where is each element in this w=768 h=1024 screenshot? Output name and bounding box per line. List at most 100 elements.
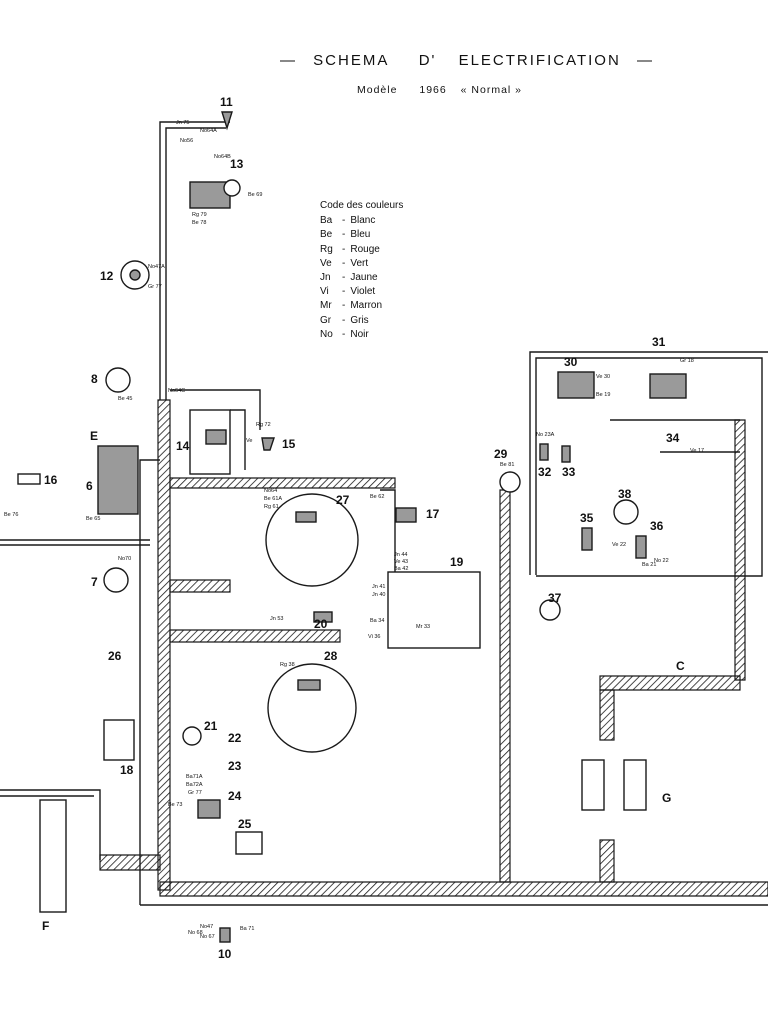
tag-no64c: No64C xyxy=(168,388,185,394)
label-7: 7 xyxy=(91,575,98,589)
tag-jn41: Jn 41 xyxy=(372,584,385,590)
legend-entry: Jn-Jaune xyxy=(320,271,403,285)
tag-ve43: Ve 43 xyxy=(394,559,408,565)
label-27: 27 xyxy=(336,493,350,507)
tag-no22: No 22 xyxy=(654,558,669,564)
tag-gr18: Gr 18 xyxy=(680,358,694,364)
tag-ba34: Ba 34 xyxy=(370,618,384,624)
component-24 xyxy=(197,799,221,819)
tag-ba21: Ba 21 xyxy=(642,562,656,568)
harness-center-vertical xyxy=(499,489,511,883)
tag-no68: No 68 xyxy=(188,930,203,936)
component-17 xyxy=(395,507,417,523)
component-F-connector xyxy=(39,799,67,913)
label-G: G xyxy=(662,791,671,805)
component-32 xyxy=(539,443,549,461)
subtitle-model: Modèle xyxy=(357,84,398,96)
tag-ba71: Ba 71 xyxy=(240,926,254,932)
legend-code: Mr xyxy=(320,300,332,312)
tag-no56: No56 xyxy=(180,138,193,144)
label-12: 12 xyxy=(100,269,114,283)
harness-bar-2 xyxy=(169,629,341,643)
harness-bar-1 xyxy=(169,579,231,593)
harness-top-cross xyxy=(169,477,396,489)
label-C: C xyxy=(676,659,685,673)
legend-color-name: Violet xyxy=(350,286,376,298)
label-38: 38 xyxy=(618,487,632,501)
wire-top-left xyxy=(159,121,230,400)
legend-entry: Ba-Blanc xyxy=(320,214,403,228)
tag-be65: Be 65 xyxy=(86,516,100,522)
subtitle-variant: « Normal » xyxy=(460,84,523,96)
legend-color-name: Blanc xyxy=(350,215,376,227)
tag-be69: Be 69 xyxy=(248,192,262,198)
component-37 xyxy=(539,599,561,621)
label-10: 10 xyxy=(218,947,232,961)
tag-mr33: Mr 33 xyxy=(416,624,430,630)
label-E: E xyxy=(90,429,98,443)
label-F: F xyxy=(42,919,49,933)
tag-jn75: Jn 75 xyxy=(176,120,189,126)
label-6: 6 xyxy=(86,479,93,493)
tag-jn40: Jn 40 xyxy=(372,592,385,598)
legend-color-name: Marron xyxy=(350,300,383,312)
label-35: 35 xyxy=(580,511,594,525)
component-25 xyxy=(235,831,263,855)
legend-color-name: Jaune xyxy=(350,272,378,284)
label-25: 25 xyxy=(238,817,252,831)
label-24: 24 xyxy=(228,789,242,803)
tag-ba71a: Ba71A xyxy=(186,774,203,780)
title-dash-left: — xyxy=(280,52,297,69)
legend-entry: Be-Bleu xyxy=(320,228,403,242)
harness-lower-left xyxy=(99,854,161,871)
tag-gr77: Gr 77 xyxy=(148,284,162,290)
tag-be78: Be 78 xyxy=(192,220,206,226)
tag-jn53: Jn 53 xyxy=(270,616,283,622)
label-13: 13 xyxy=(230,157,244,171)
tag-rg79: Rg 79 xyxy=(192,212,207,218)
component-31 xyxy=(649,373,687,399)
component-30 xyxy=(557,371,595,399)
tag-jn44: Jn 44 xyxy=(394,552,407,558)
label-14: 14 xyxy=(176,439,190,453)
label-31: 31 xyxy=(652,335,666,349)
legend-entry: Ve-Vert xyxy=(320,257,403,271)
title-word-electrification: ELECTRIFICATION xyxy=(458,52,621,69)
tag-rg61: Rg 61 xyxy=(264,504,279,510)
label-23: 23 xyxy=(228,759,242,773)
tag-be81: Be 81 xyxy=(500,462,514,468)
tag-ve30: Ve 30 xyxy=(596,374,610,380)
legend-separator: - xyxy=(342,300,346,312)
component-29 xyxy=(499,471,521,493)
component-16 xyxy=(17,473,41,485)
component-38 xyxy=(613,499,639,525)
tag-gr77b: Gr 77 xyxy=(188,790,202,796)
legend-color-name: Noir xyxy=(350,328,369,340)
tag-be19: Be 19 xyxy=(596,392,610,398)
tag-no47a: No47A xyxy=(148,264,165,270)
label-18: 18 xyxy=(120,763,134,777)
legend-separator: - xyxy=(342,229,346,241)
tag-be61a: Be 61A xyxy=(264,496,282,502)
diagram-subtitle: Modèle 1966 « Normal » xyxy=(357,84,522,96)
tag-no23a: No 23A xyxy=(536,432,555,438)
tag-ba42: Ba 42 xyxy=(394,566,408,572)
legend-separator: - xyxy=(342,272,346,284)
label-11: 11 xyxy=(220,95,233,109)
legend-entry: Vi-Violet xyxy=(320,285,403,299)
legend-code: Gr xyxy=(320,314,332,326)
legend-separator: - xyxy=(342,243,346,255)
wire-tags: Jn 75 No64A No56 No64B Be 69 Rg 79 Be 78… xyxy=(4,120,704,940)
legend-separator: - xyxy=(342,215,346,227)
label-8: 8 xyxy=(91,372,98,386)
harness-right-down xyxy=(599,689,615,741)
label-20: 20 xyxy=(314,617,328,631)
component-7 xyxy=(103,567,129,593)
component-11 xyxy=(221,111,233,131)
component-G-connector-right xyxy=(623,759,647,811)
component-8 xyxy=(105,367,131,393)
legend-separator: - xyxy=(342,286,346,298)
tag-be73: Be 73 xyxy=(168,802,182,808)
